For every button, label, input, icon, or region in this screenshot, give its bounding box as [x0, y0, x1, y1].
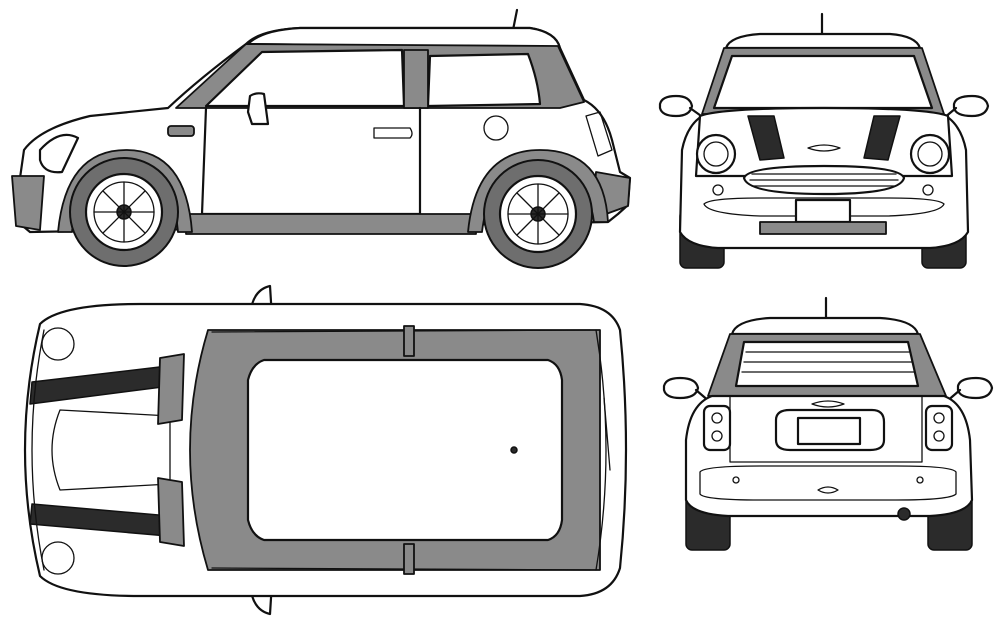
top-rear-edge: [595, 329, 607, 571]
top-b-pillar-right: [403, 543, 415, 575]
rear-body: [684, 394, 974, 518]
front-right-mirror-icon: [952, 94, 990, 118]
top-antenna-base: [510, 446, 518, 454]
top-hood-panel: [51, 409, 171, 491]
front-lower-intake: [759, 221, 887, 235]
front-bonnet-stripe-left: [747, 115, 785, 161]
top-side-window-line-right: [211, 567, 591, 571]
rear-number-light: [817, 486, 839, 494]
side-front-wheel: [69, 157, 179, 267]
rear-bumper: [699, 465, 957, 501]
side-front-bumper: [11, 175, 45, 231]
rear-view: [662, 296, 994, 551]
front-right-foglight: [922, 184, 934, 196]
side-rear-wheel: [483, 159, 593, 269]
front-badge-icon: [807, 144, 841, 152]
rear-reflector-left: [732, 476, 740, 484]
front-left-mirror-icon: [658, 94, 694, 118]
rear-left-mirror-icon: [662, 376, 700, 400]
side-taillight: [585, 111, 613, 157]
rear-license-plate: [796, 416, 862, 446]
top-rear-wiper: [603, 397, 611, 471]
side-door-handle: [373, 127, 413, 139]
top-roof: [246, 358, 564, 542]
front-view: [658, 12, 990, 269]
side-rear-window: [426, 52, 542, 108]
side-front-window: [204, 48, 406, 108]
front-windscreen: [712, 54, 934, 110]
front-left-headlight: [695, 133, 737, 175]
top-b-pillar-left: [403, 325, 415, 357]
side-antenna: [511, 8, 519, 32]
front-left-foglight: [712, 184, 724, 196]
rear-badge-icon: [811, 400, 845, 408]
front-roof: [724, 32, 922, 50]
rear-right-taillight: [924, 404, 954, 452]
rear-right-mirror-icon: [956, 376, 994, 400]
rear-window-demister: [741, 351, 915, 373]
front-bonnet-stripe-right: [863, 115, 901, 161]
top-front-edge: [31, 329, 45, 571]
front-license-plate: [794, 198, 852, 224]
side-indicator: [167, 125, 195, 137]
side-roof: [246, 26, 562, 50]
side-mirror-icon: [246, 92, 270, 126]
rear-exhaust: [897, 507, 911, 521]
rear-window: [734, 340, 920, 388]
side-view: [11, 8, 632, 269]
top-view: [23, 284, 628, 616]
rear-roof: [730, 316, 920, 336]
rear-left-taillight: [702, 404, 732, 452]
side-sill: [185, 213, 477, 235]
front-right-headlight: [909, 133, 951, 175]
top-side-window-line-left: [211, 329, 591, 333]
top-vent-left: [157, 353, 185, 425]
top-vent-right: [157, 477, 185, 547]
side-fuel-cap-icon: [483, 115, 509, 141]
front-grille-slats: [749, 173, 899, 187]
rear-reflector-right: [916, 476, 924, 484]
side-b-pillar: [403, 49, 429, 109]
side-headlight: [38, 133, 80, 174]
front-bumper: [703, 197, 945, 217]
